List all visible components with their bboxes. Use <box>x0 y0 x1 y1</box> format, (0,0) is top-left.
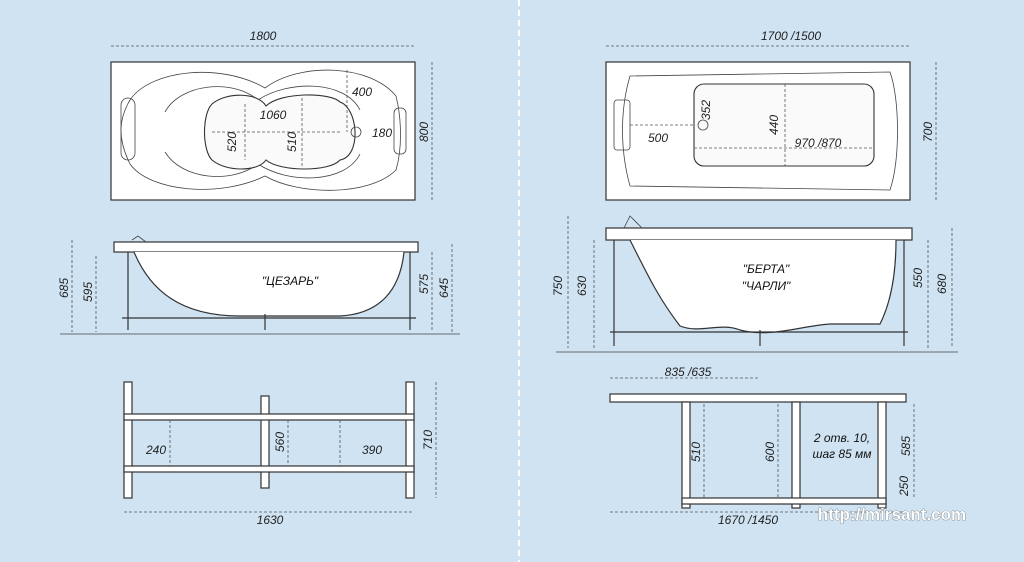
right-frame-post-1 <box>681 401 691 509</box>
left-frame-length: 1630 <box>257 513 284 527</box>
right-side-headrest <box>623 215 643 229</box>
left-armrest-dim: 400 <box>352 85 372 99</box>
right-frame-bottom-rail <box>681 497 887 505</box>
watermark: http://mirsant.com <box>818 505 966 524</box>
right-frame-post-3 <box>877 401 887 509</box>
right-frame-top-span: 835 /635 <box>665 365 712 379</box>
left-frame-view: 240 560 390 710 1630 <box>123 381 437 527</box>
right-model-name-1: "БЕРТА" <box>743 262 790 276</box>
left-side-rim <box>113 241 419 253</box>
right-frame-note-1: 2 отв. 10, <box>813 431 870 445</box>
left-overflow <box>393 107 407 155</box>
right-drain-offset-dim: 500 <box>648 131 668 145</box>
left-length-dim: 1800 <box>250 29 277 43</box>
right-frame-top-rail <box>609 393 907 403</box>
left-width-dim: 800 <box>417 122 431 142</box>
left-rim-height-dim: 575 <box>417 274 431 294</box>
right-side-view: "БЕРТА" "ЧАРЛИ" 750 630 550 680 <box>551 215 958 353</box>
left-frame-height-dim: 595 <box>81 282 95 302</box>
left-total-height-dim: 685 <box>57 278 71 298</box>
left-side-headrest <box>131 235 147 243</box>
left-frame-rail-1 <box>123 413 415 421</box>
left-frame-rail-2 <box>123 465 415 473</box>
left-side-body <box>133 251 405 317</box>
left-side-view: "ЦЕЗАРЬ" 685 595 575 645 <box>57 235 460 335</box>
left-outer-height-dim: 645 <box>437 278 451 298</box>
right-inner-length-dim: 970 /870 <box>795 136 842 150</box>
left-model-name: "ЦЕЗАРЬ" <box>262 274 319 288</box>
left-drain <box>350 126 362 138</box>
left-frame-post-1 <box>123 381 133 499</box>
right-frame-post-2 <box>791 401 801 509</box>
left-inner-width-dim: 520 <box>225 132 239 152</box>
left-frame-span-left: 240 <box>145 443 166 457</box>
right-rim-height-dim: 550 <box>911 268 925 288</box>
right-drain <box>697 119 709 131</box>
right-frame-note-2: шаг 85 мм <box>812 447 871 461</box>
left-frame-span-mid: 560 <box>273 432 287 452</box>
left-tub-rim-contour <box>120 69 401 191</box>
left-top-view: 1800 1060 520 510 400 180 800 <box>110 29 433 201</box>
left-inner-length-dim: 1060 <box>260 108 287 122</box>
right-inner-width-dim: 440 <box>767 115 781 135</box>
right-outer-height-dim: 680 <box>935 274 949 294</box>
right-frame-height-1: 585 <box>899 436 913 456</box>
right-frame-height-dim: 630 <box>575 276 589 296</box>
right-tub-bowl <box>693 83 875 167</box>
right-total-height-dim: 750 <box>551 276 565 296</box>
right-model-name-2: "ЧАРЛИ" <box>742 279 791 293</box>
left-frame-span-right: 390 <box>362 443 382 457</box>
left-frame-post-2 <box>260 395 270 489</box>
right-frame-height-2: 250 <box>897 476 911 497</box>
left-mid-width-dim: 510 <box>285 132 299 152</box>
right-frame-leg-a: 510 <box>689 442 703 462</box>
right-width-dim: 700 <box>921 122 935 142</box>
right-frame-length: 1670 /1450 <box>718 513 778 527</box>
right-top-view: 1700 /1500 500 352 440 970 /870 700 <box>605 29 937 201</box>
right-tub-rim-contour <box>622 71 898 191</box>
right-frame-leg-b: 600 <box>763 442 777 462</box>
right-drain-diam-dim: 352 <box>699 100 713 120</box>
left-frame-width: 710 <box>421 430 435 450</box>
left-frame-post-3 <box>405 381 415 499</box>
right-length-dim: 1700 /1500 <box>761 29 821 43</box>
right-side-body <box>629 239 897 334</box>
right-side-rim <box>605 227 913 241</box>
left-drain-dim: 180 <box>372 126 392 140</box>
right-frame-view: 835 /635 510 600 2 отв. 10, шаг 85 мм 58… <box>609 365 915 527</box>
left-headrest <box>120 97 136 161</box>
